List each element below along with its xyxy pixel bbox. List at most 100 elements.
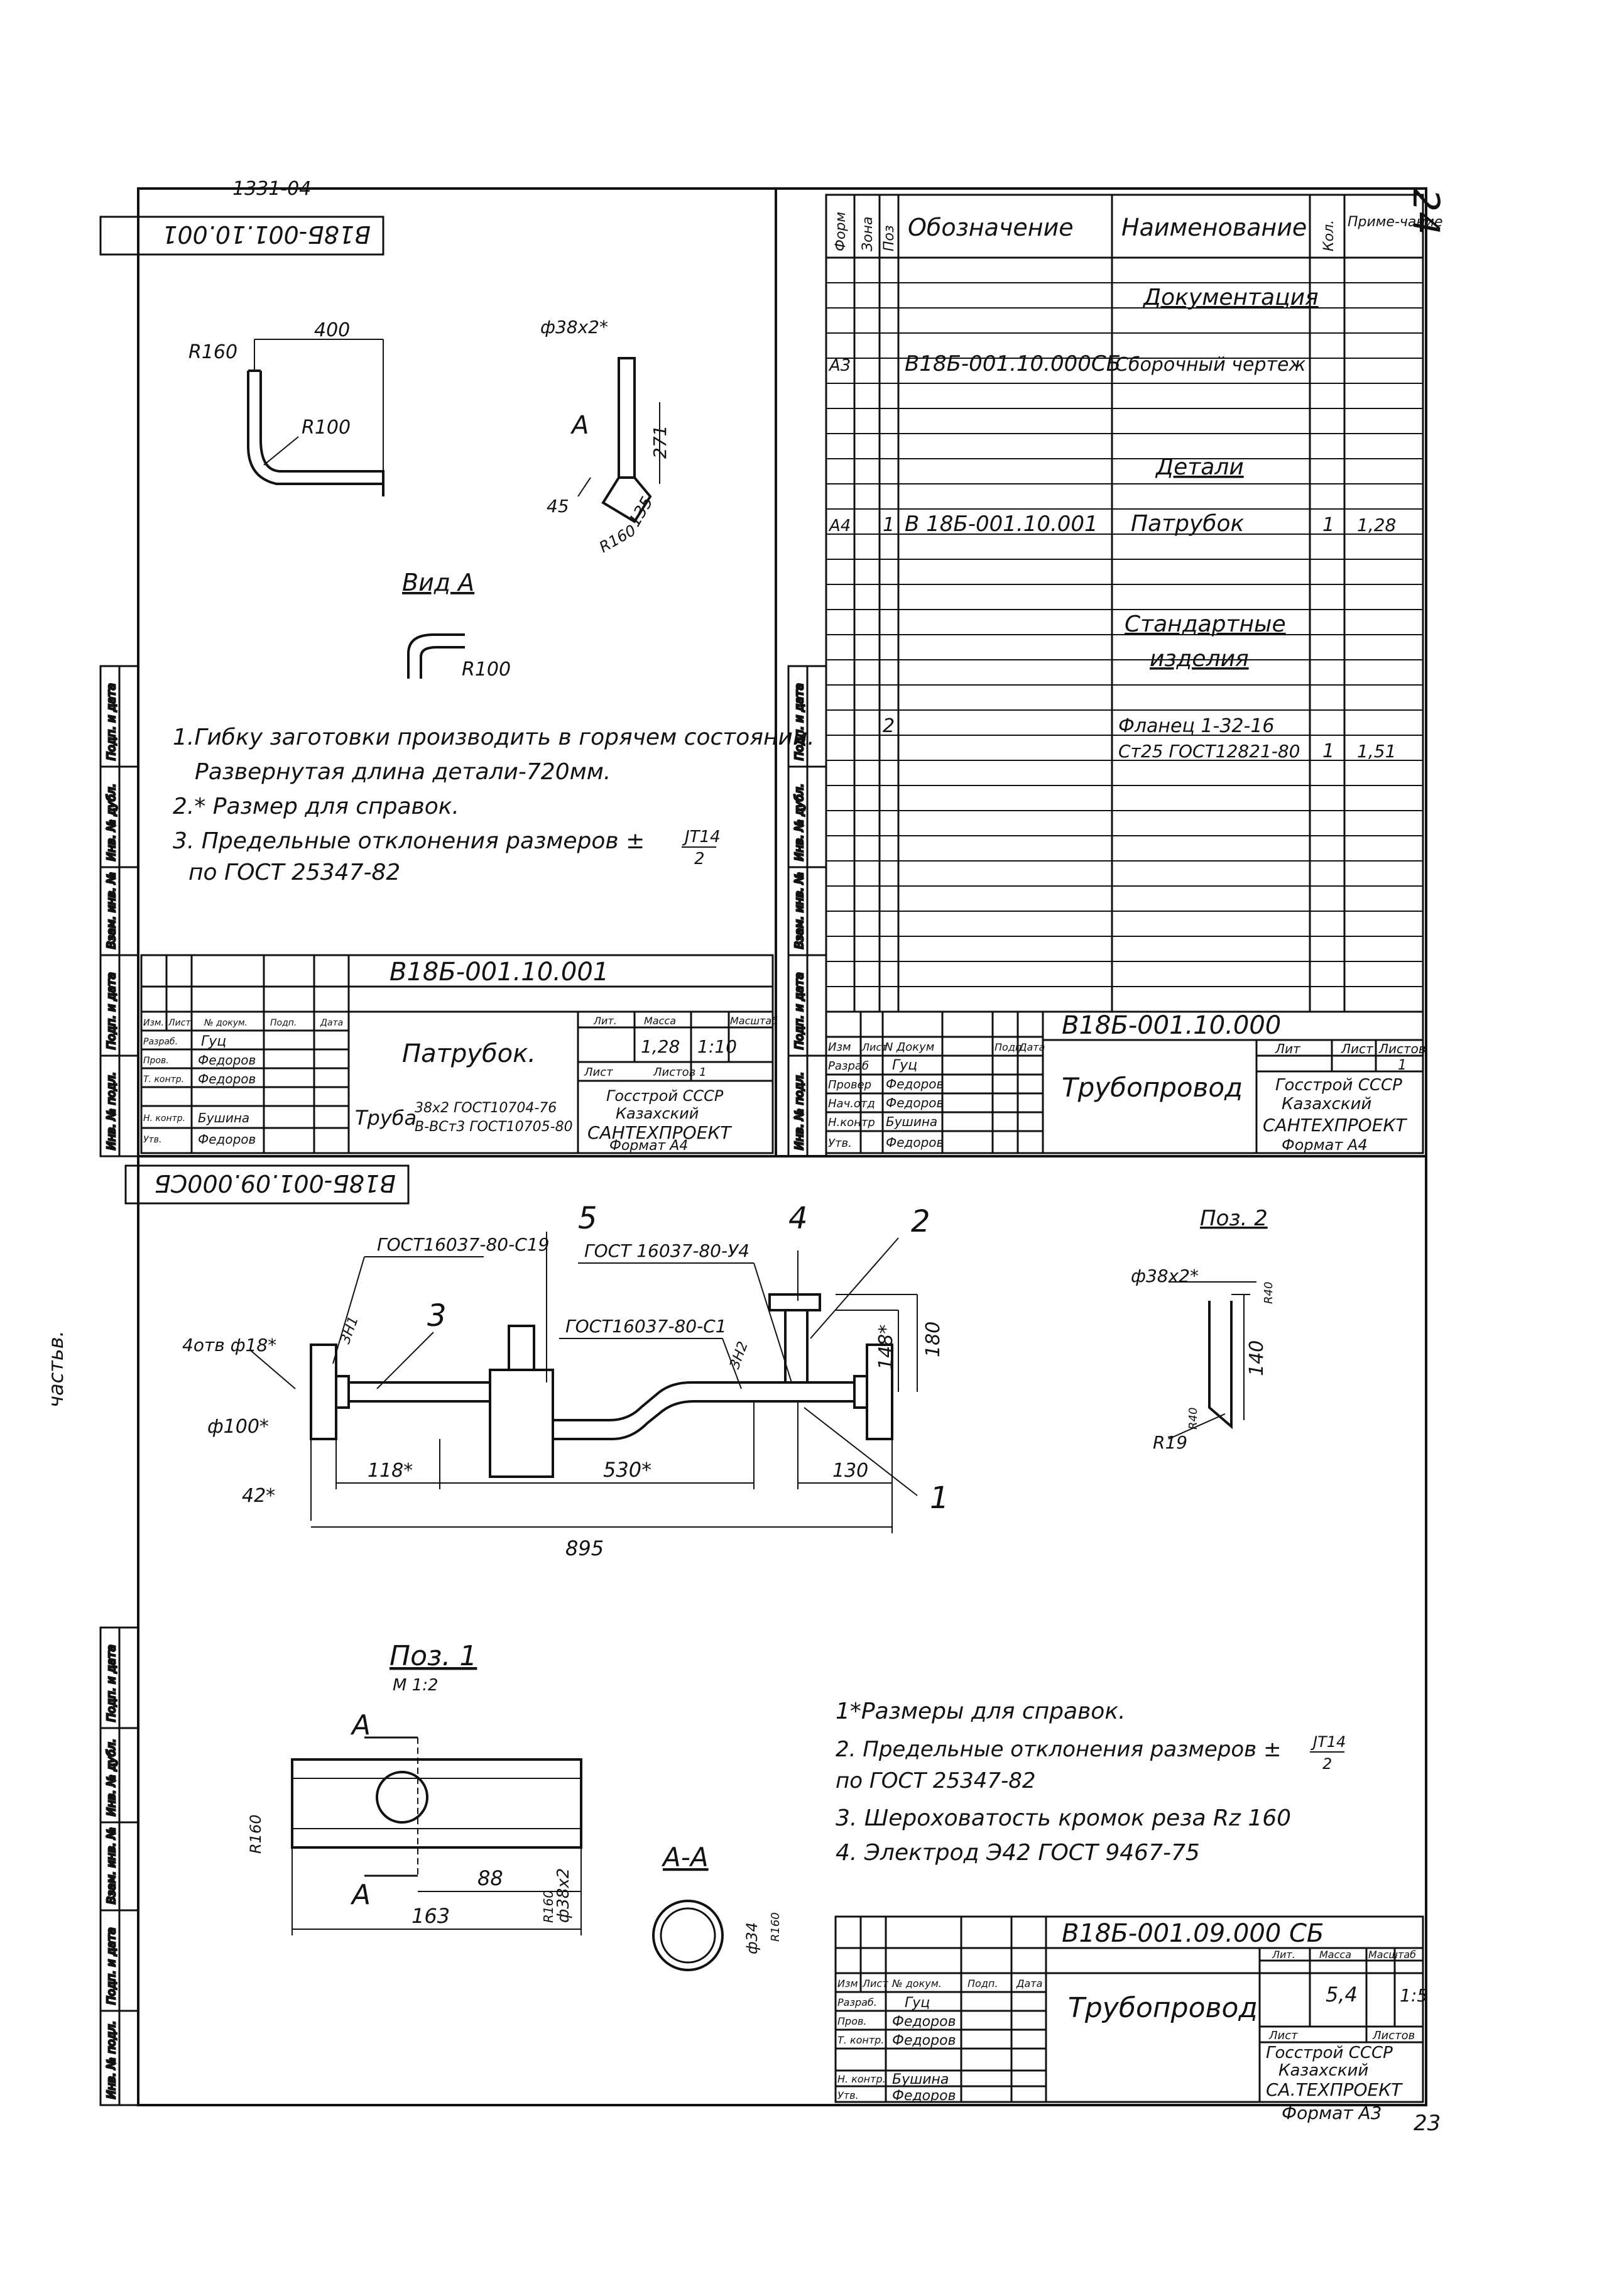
rotated-code-box — [99, 216, 384, 256]
asm-note-1: 1*Размеры для справок. — [836, 1699, 1126, 1724]
label-gost-c1: ГОСТ16037-80-С1 — [565, 1316, 727, 1337]
tb1-r3c1: Федоров — [198, 1071, 256, 1086]
strip-label-5: Подп. и дата — [105, 683, 118, 760]
poz1-scale: М 1:2 — [393, 1676, 439, 1695]
spec-h-name: Наименование — [1121, 214, 1307, 241]
strip-label-3: Взам. инв. № — [105, 872, 118, 949]
tb3-r6c0: Утв. — [837, 2089, 859, 2101]
spec-row-flange: 2 Фланец 1-32-16 Ст25 ГОСТ12821-80 1 1,5… — [883, 715, 1396, 762]
dim-r100: R100 — [302, 417, 351, 439]
tb3-r2c1: Федоров — [892, 2014, 956, 2030]
poz2-r-a: R40 — [1262, 1282, 1275, 1304]
tb1-r5c1: Бушина — [198, 1110, 249, 1125]
pipeline-assembly-view — [310, 1293, 893, 1478]
tb1-r0c1: Лист — [168, 1018, 191, 1028]
note-tol-den: 2 — [694, 850, 705, 868]
strip-label-1: Инв. № подл. — [105, 1072, 118, 1150]
tb3-org-2: Казахский — [1278, 2061, 1368, 2080]
tb3-scale-h: Масштаб — [1368, 1949, 1416, 1961]
tb3-org-1: Госстрой СССР — [1266, 2044, 1393, 2062]
spec-row-documentation: Документация — [1142, 285, 1319, 310]
tb2-org-3: САНТЕХПРОЕКТ — [1263, 1115, 1407, 1136]
tb1-sheet-h: Лист — [584, 1066, 613, 1079]
rotated-designation: В18Б-001.10.001 — [162, 221, 371, 248]
poz1-r160: R160 — [247, 1815, 264, 1854]
tb1-material-3: В-ВСт3 ГОСТ10705-80 — [415, 1119, 573, 1135]
strip2-label-1: Инв. № подл. — [793, 1072, 806, 1150]
tb3-sheets-h: Листов — [1372, 2029, 1415, 2042]
label-530: 530* — [603, 1458, 651, 1482]
tb3-r6c1: Федоров — [892, 2088, 956, 2104]
asm-note-3: 3. Шероховатость кромок реза Rz 160 — [836, 1805, 1291, 1831]
tb1-r2c0: Пров. — [143, 1056, 169, 1066]
poz1-aa: А-А — [661, 1842, 709, 1873]
dim-r160-b: R160 — [596, 522, 639, 556]
spec-row-lines — [826, 282, 1423, 987]
notes-patrubok: 1.Гибку заготовки производить в горячем … — [173, 725, 815, 885]
note-1b: Развернутая длина детали-720мм. — [195, 759, 611, 785]
spec-r7-qty: 1 — [1322, 740, 1334, 762]
note-tol-num: JT14 — [682, 828, 721, 846]
tb3-r0c4: Дата — [1016, 1978, 1042, 1989]
tb1-r0c0: Изм. — [143, 1018, 164, 1028]
poz2-title: Поз. 2 — [1200, 1206, 1268, 1231]
tb2-r2c1: Федоров — [886, 1076, 944, 1092]
tb1-r3c0: Т. контр. — [143, 1075, 184, 1085]
tb1-r2c1: Федоров — [198, 1053, 256, 1068]
spec-r6-pos: 2 — [883, 715, 895, 737]
tb1-r0c4: Дата — [320, 1018, 343, 1028]
title-block-patrubok: В18Б-001.10.001 Патрубок. Труба 38х2 ГОС… — [140, 954, 778, 1154]
rotated-code-box-2 — [124, 1164, 410, 1205]
tb3-r5c1: Бушина — [892, 2072, 949, 2088]
tb3-r1c1: Гуц — [905, 1995, 930, 2011]
tb3-r0c0: Изм — [837, 1978, 858, 1989]
spec-row-assembly: А3 В18Б-001.10.000СБ Сборочный чертеж — [828, 351, 1305, 376]
spec-h-pos: Поз — [881, 225, 897, 251]
tb2-sheets: 1 — [1398, 1058, 1407, 1073]
left-margin-note: частьв. — [44, 1330, 68, 1408]
note-3: 3. Предельные отклонения размеров ± — [173, 828, 645, 854]
strip3-label-4: Инв. № дубл. — [105, 1739, 118, 1816]
spec-r7-note: 1,51 — [1357, 741, 1396, 762]
tb3-r2c0: Пров. — [837, 2015, 867, 2027]
spec-h-zone: Зона — [860, 217, 876, 251]
strip3-label-2: Подп. и дата — [105, 1927, 118, 2005]
tb2-lit-h: Лит — [1275, 1041, 1301, 1056]
spec-r1-fmt: А3 — [828, 356, 851, 375]
tb1-r1c0: Разраб. — [143, 1037, 178, 1047]
note-1: 1.Гибку заготовки производить в горячем … — [173, 725, 815, 750]
poz2-d: ф38х2* — [1131, 1266, 1199, 1286]
poz1-r160c: R160 — [769, 1912, 782, 1942]
tb2-name: Трубопровод — [1062, 1072, 1243, 1103]
label-118: 118* — [368, 1460, 413, 1482]
label-weld-1: 3Н1 — [337, 1315, 362, 1346]
spec-r5-name: изделия — [1150, 646, 1249, 672]
tb2-r0c4: Дата — [1018, 1041, 1045, 1053]
side-strip-bottom: Инв. № подл. Подп. и дата Взам. инв. № И… — [99, 1626, 139, 2106]
tb1-mass-h: Масса — [644, 1015, 676, 1027]
tb1-designation: В18Б-001.10.001 — [390, 958, 609, 987]
assembly-leaders — [251, 1232, 918, 1496]
side-strip-top-left: Инв. № подл. Подп. и дата Взам. инв. № И… — [99, 665, 139, 1157]
label-148: 148* — [875, 1325, 897, 1370]
tb2-org-2: Казахский — [1282, 1095, 1371, 1114]
tb3-signature-table: Изм Лист № докум. Подп. Дата Разраб. Гуц… — [837, 1978, 1042, 2104]
poz1-163: 163 — [411, 1904, 450, 1928]
assembly-dimension-lines — [310, 1294, 918, 1533]
tb3-org-3: СА.ТЕХПРОЕКТ — [1266, 2079, 1403, 2100]
label-gost-c19: ГОСТ16037-80-С19 — [377, 1234, 549, 1255]
tb2-r2c0: Провер — [828, 1078, 871, 1092]
spec-r2-name: Детали — [1155, 454, 1244, 480]
spec-r3-pos: 1 — [883, 514, 895, 536]
tb2-r3c0: Нач.отд — [828, 1097, 875, 1110]
asm-note-2: 2. Предельные отклонения размеров ± — [836, 1737, 1282, 1762]
spec-r7-name: Ст25 ГОСТ12821-80 — [1118, 741, 1300, 762]
notes-assembly: 1*Размеры для справок. 2. Предельные отк… — [836, 1699, 1346, 1866]
tb3-name: Трубопровод — [1068, 1992, 1258, 2024]
label-pos-4: 4 — [788, 1201, 808, 1236]
asm-tol-den: 2 — [1322, 1755, 1332, 1773]
tb2-r3c1: Федоров — [886, 1095, 944, 1110]
tb2-r0c1: Лист — [861, 1041, 888, 1053]
tb2-r1c1: Гуц — [892, 1058, 917, 1073]
